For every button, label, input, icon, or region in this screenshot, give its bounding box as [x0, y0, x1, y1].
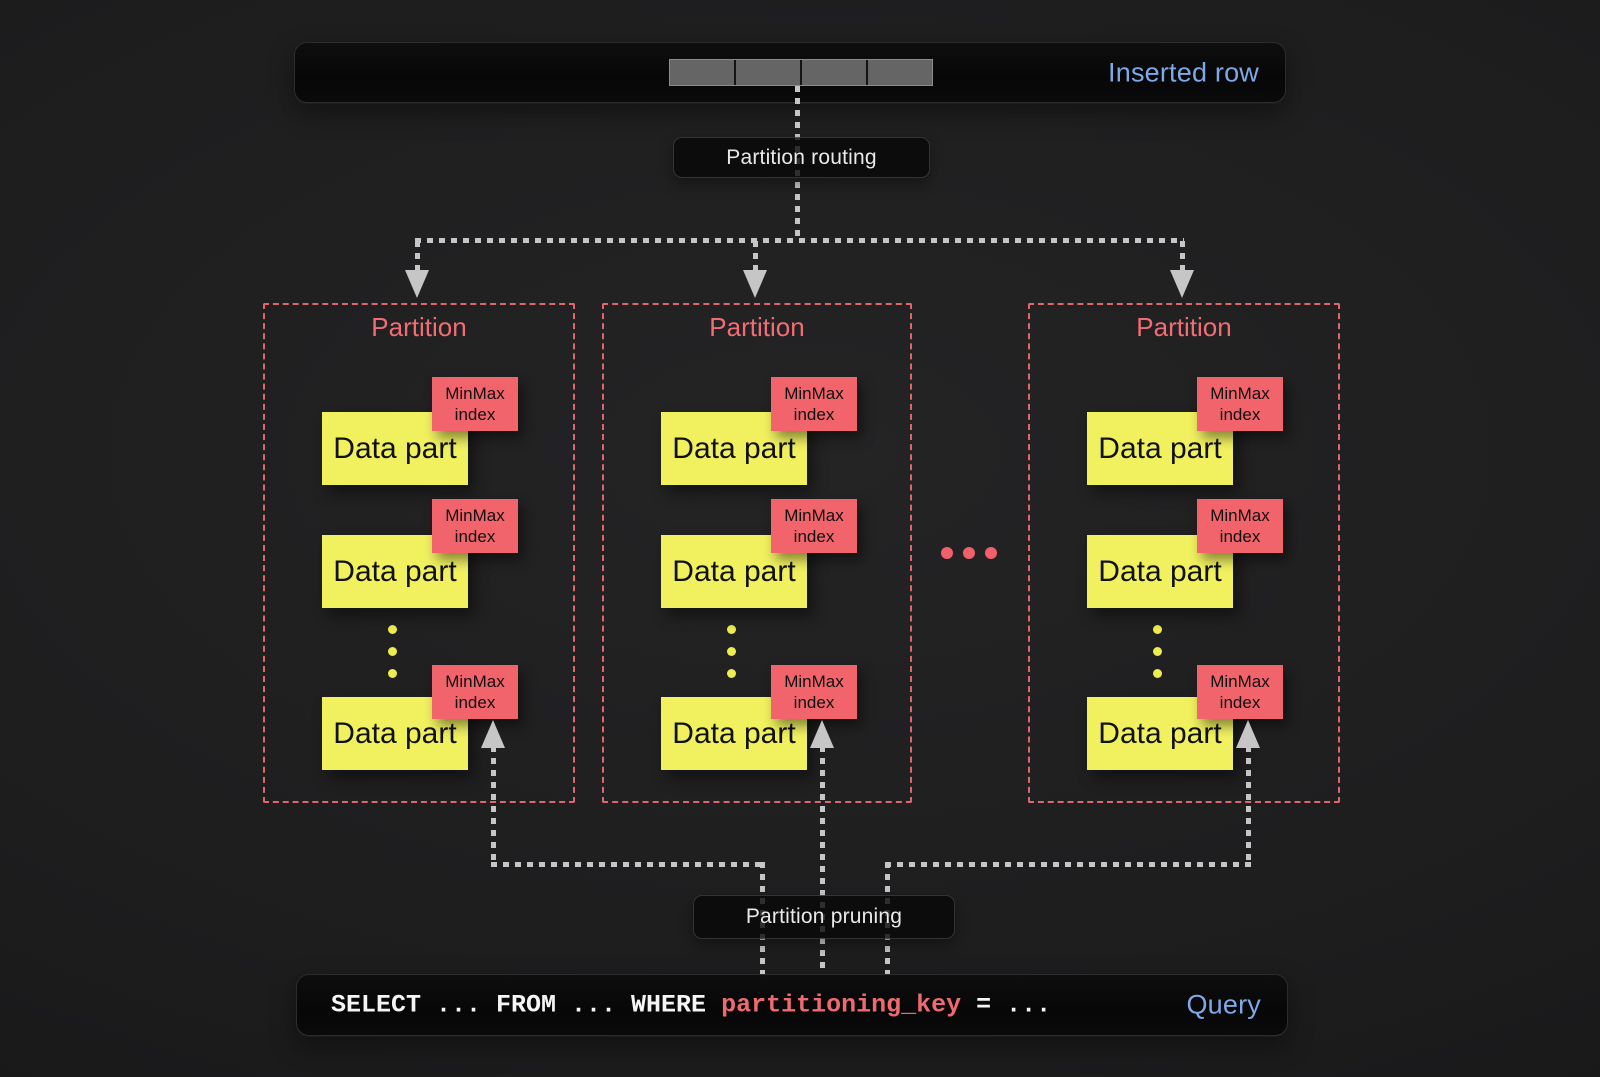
partition-box: Partition MinMax index Data part MinMax …	[263, 303, 575, 803]
pruning-line-right	[885, 862, 1251, 867]
sql-partitioning-key: partitioning_key	[721, 990, 962, 1020]
arrow-down-icon	[743, 270, 767, 298]
pruning-arrow-right	[1246, 746, 1251, 866]
ellipsis-dot	[388, 647, 397, 656]
sql-suffix: = ...	[961, 990, 1052, 1020]
pruning-arrow-left	[491, 746, 496, 866]
minmax-index-tag: MinMax index	[771, 499, 857, 553]
arrow-up-icon	[810, 720, 834, 748]
routing-branch-line	[415, 238, 1184, 243]
partition-pruning-label: Partition pruning	[693, 895, 955, 939]
ellipsis-dot	[1153, 625, 1162, 634]
arrow-up-icon	[481, 720, 505, 748]
partition-title: Partition	[1136, 312, 1232, 342]
minmax-index-tag: MinMax index	[1197, 665, 1283, 719]
partition-title: Partition	[371, 312, 467, 342]
ellipsis-dot	[388, 669, 397, 678]
minmax-index-tag: MinMax index	[432, 377, 518, 431]
row-segment	[868, 60, 932, 85]
minmax-index-tag: MinMax index	[432, 665, 518, 719]
sql-prefix: SELECT ... FROM ... WHERE	[331, 990, 722, 1020]
ellipsis-dot	[727, 669, 736, 678]
partition-box: Partition MinMax index Data part MinMax …	[602, 303, 912, 803]
pruning-arrow-center	[820, 746, 825, 974]
partition-routing-label: Partition routing	[673, 137, 930, 178]
ellipsis-dot	[727, 647, 736, 656]
data-part-box: Data part	[1087, 412, 1233, 485]
minmax-index-tag: MinMax index	[1197, 377, 1283, 431]
routing-drop-right	[1180, 241, 1185, 272]
more-parts-ellipsis	[727, 625, 736, 678]
ellipsis-dot	[985, 547, 997, 559]
arrow-down-icon	[1170, 270, 1194, 298]
more-parts-ellipsis	[1153, 625, 1162, 678]
ellipsis-dot	[727, 625, 736, 634]
row-segment	[670, 60, 734, 85]
pruning-line-left	[491, 862, 765, 867]
ellipsis-dot	[1153, 647, 1162, 656]
partition-title: Partition	[709, 312, 805, 342]
minmax-index-tag: MinMax index	[771, 377, 857, 431]
routing-drop-center	[753, 241, 758, 272]
more-parts-ellipsis	[388, 625, 397, 678]
arrow-up-icon	[1236, 720, 1260, 748]
sql-query-text: SELECT ... FROM ... WHERE partitioning_k…	[331, 991, 1051, 1020]
arrow-down-icon	[405, 270, 429, 298]
inserted-row-segments	[669, 59, 933, 86]
data-part-box: Data part	[322, 697, 468, 770]
minmax-index-tag: MinMax index	[1197, 499, 1283, 553]
inserted-row-label: Inserted row	[1108, 57, 1259, 87]
ellipsis-dot	[941, 547, 953, 559]
more-partitions-ellipsis	[941, 547, 997, 559]
minmax-index-tag: MinMax index	[432, 499, 518, 553]
inserted-row-box: Inserted row	[294, 42, 1286, 103]
ellipsis-dot	[388, 625, 397, 634]
ellipsis-dot	[1153, 669, 1162, 678]
partition-box: Partition MinMax index Data part MinMax …	[1028, 303, 1340, 803]
minmax-index-tag: MinMax index	[771, 665, 857, 719]
query-label: Query	[1186, 989, 1261, 1020]
row-segment	[802, 60, 866, 85]
row-segment	[736, 60, 800, 85]
routing-drop-left	[415, 241, 420, 272]
query-box: SELECT ... FROM ... WHERE partitioning_k…	[296, 974, 1288, 1036]
ellipsis-dot	[963, 547, 975, 559]
